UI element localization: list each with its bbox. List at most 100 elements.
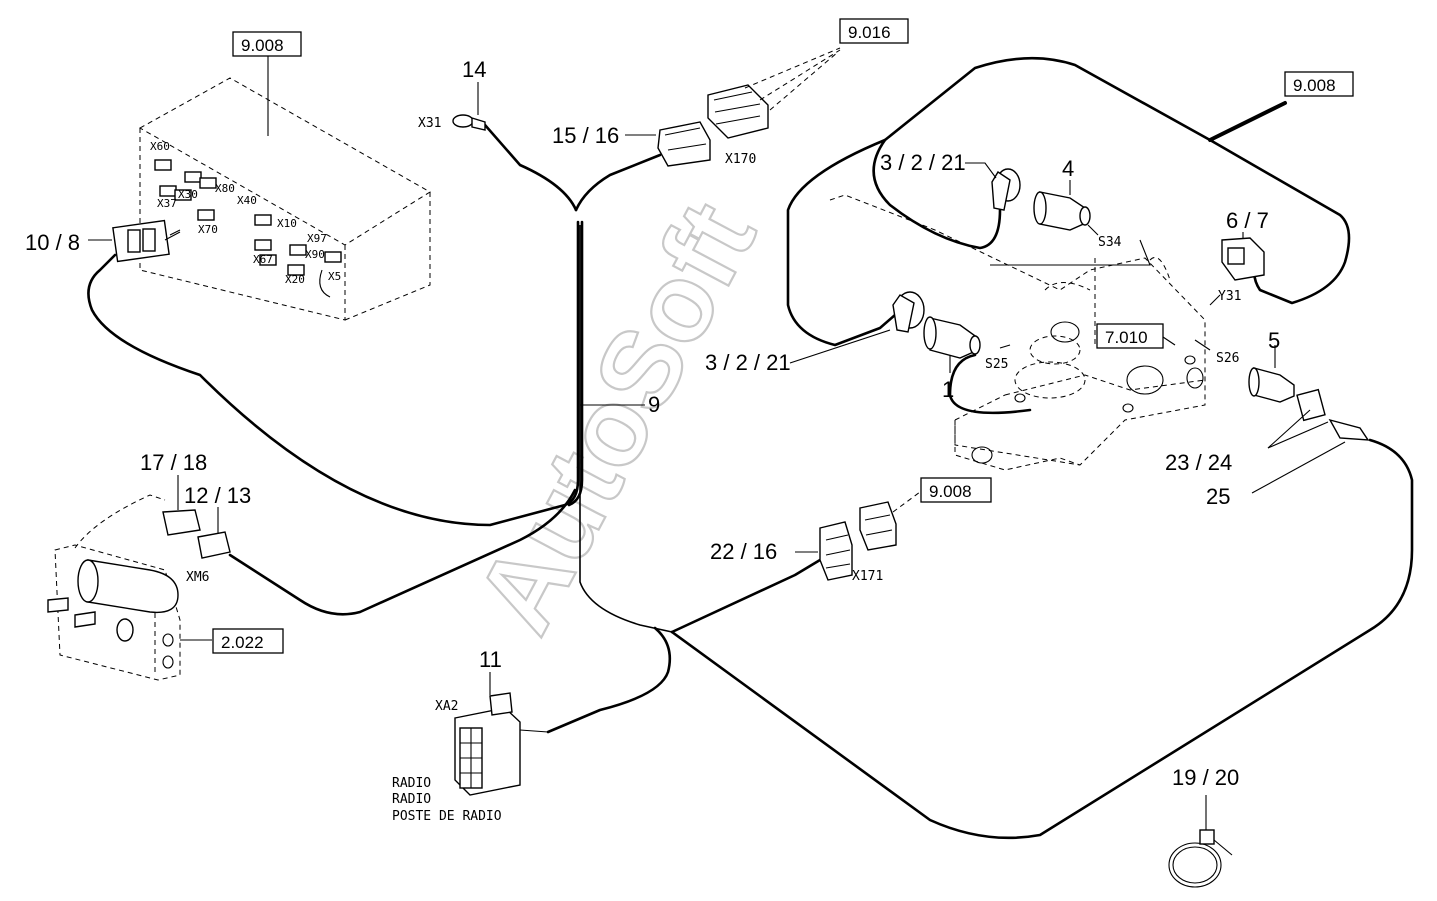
- callout-6-7: 6 / 7: [1226, 208, 1269, 233]
- connector-25: [1251, 418, 1370, 494]
- ground-lug-x31: [452, 82, 486, 131]
- harness-branch-10-8: [87, 253, 567, 527]
- label-s34: S34: [1098, 235, 1122, 250]
- fuse-label: X40: [237, 194, 257, 207]
- callout-22-16: 22 / 16: [710, 539, 777, 564]
- callout-23-24: 23 / 24: [1165, 450, 1232, 475]
- pressure-switch-s25: [923, 316, 981, 373]
- callout-1: 1: [942, 377, 954, 402]
- callout-25: 25: [1206, 484, 1230, 509]
- harness-branch-lower-right: [670, 438, 1414, 840]
- radio-line: RADIO: [392, 792, 431, 807]
- svg-text:9.008: 9.008: [241, 36, 284, 55]
- harness-branch-radio: [546, 626, 672, 734]
- socket-assembly: [47, 494, 212, 681]
- connector-x171: [795, 521, 853, 581]
- callout-12-13: 12 / 13: [184, 483, 251, 508]
- callout-11: 11: [479, 647, 502, 672]
- harness-branch-s34: [872, 138, 1002, 250]
- svg-text:7.010: 7.010: [1105, 328, 1148, 347]
- label-s26: S26: [1216, 351, 1239, 366]
- radio-line: RADIO: [392, 776, 431, 791]
- callout-9: 9: [648, 392, 660, 417]
- svg-text:9.008: 9.008: [1293, 76, 1336, 95]
- fuse-box-labels: X60 X80 X40 X30 X10 X37 X70 X97 X90 X67 …: [150, 140, 341, 286]
- callout-10-8: 10 / 8: [25, 230, 80, 255]
- fuse-slot: [184, 171, 202, 183]
- ref-box-2022: 2.022: [212, 628, 284, 654]
- fuse-label: X60: [150, 140, 170, 153]
- label-xm6: XM6: [186, 570, 209, 585]
- fuse-slot: [159, 185, 177, 197]
- connector-x170: [625, 121, 711, 167]
- pressure-switch-s26: [1248, 345, 1295, 403]
- radio-label: RADIO RADIO POSTE DE RADIO: [392, 776, 502, 824]
- svg-text:9.016: 9.016: [848, 23, 891, 42]
- connector-designations: X31 X170 S34 Y31 S25 S26 X171 XM6 XA2: [186, 116, 1241, 714]
- cable-tie: [1168, 795, 1233, 888]
- callout-5: 5: [1268, 328, 1280, 353]
- fuse-slot: [259, 254, 277, 266]
- harness-branch-upper-loop-2: [786, 56, 1212, 347]
- ref-box-9016: 9.016: [839, 18, 909, 44]
- hydraulic-valve-block: [829, 194, 1206, 471]
- connector-3-2-21-mid: [789, 291, 925, 364]
- fuse-slot: [254, 214, 272, 226]
- callout-3-2-21-mid: 3 / 2 / 21: [705, 350, 791, 375]
- ref-box-9008-c: 9.008: [920, 477, 992, 503]
- radio-line: POSTE DE RADIO: [392, 809, 502, 824]
- fuse-label: X90: [305, 248, 325, 261]
- fuse-slot: [174, 189, 192, 201]
- fuse-slot: [197, 209, 215, 221]
- svg-text:2.022: 2.022: [221, 633, 264, 652]
- fuse-label: X5: [328, 270, 341, 283]
- callout-14: 14: [462, 57, 486, 82]
- fuse-label: X37: [157, 197, 177, 210]
- fuse-label: X97: [307, 232, 327, 245]
- label-y31: Y31: [1218, 289, 1241, 304]
- svg-text:9.008: 9.008: [929, 482, 972, 501]
- label-x171: X171: [852, 569, 883, 584]
- fuse-box: [138, 56, 431, 321]
- solenoid-y31: [1221, 232, 1265, 281]
- harness-branch-s25: [948, 353, 1032, 415]
- connector-9016-mate: [707, 47, 841, 139]
- fuse-slot: [324, 251, 342, 263]
- fuse-slot: [254, 239, 272, 251]
- connector-10-8: [88, 219, 181, 263]
- callout-4: 4: [1062, 156, 1074, 181]
- ref-box-7010: 7.010: [1096, 323, 1164, 349]
- watermark: AutoSoft: [453, 184, 780, 652]
- connector-17-18: [162, 475, 201, 536]
- fuse-label: X80: [215, 182, 235, 195]
- label-xa2: XA2: [435, 699, 458, 714]
- harness-branch-x171: [670, 558, 822, 634]
- callout-3-2-21-top: 3 / 2 / 21: [880, 150, 966, 175]
- callout-19-20: 19 / 20: [1172, 765, 1239, 790]
- label-x31: X31: [418, 116, 441, 131]
- fuse-label: X67: [253, 253, 273, 266]
- fuse-slot: [289, 244, 307, 256]
- label-x170: X170: [725, 152, 756, 167]
- callout-15-16: 15 / 16: [552, 123, 619, 148]
- callout-17-18: 17 / 18: [140, 450, 207, 475]
- harness-branch-9008-right: [1208, 101, 1287, 142]
- pressure-switch-s34: [1033, 180, 1099, 236]
- fuse-slot: [199, 177, 217, 189]
- fuse-slot: [154, 159, 172, 171]
- connector-23-24: [1267, 388, 1329, 449]
- connector-12-13: [197, 507, 231, 559]
- label-s25: S25: [985, 357, 1008, 372]
- fuse-label: X30: [178, 188, 198, 201]
- leader-lines: [580, 239, 1221, 406]
- fuse-label: X20: [285, 273, 305, 286]
- ref-box-9008-a: 9.008: [232, 31, 302, 57]
- fuse-slot: [287, 264, 305, 276]
- callouts: 14 15 / 16 10 / 8 3 / 2 / 21 4 6 / 7 3 /…: [25, 57, 1280, 790]
- connector-9008-mate-x171: [859, 491, 921, 551]
- fuse-label: X70: [198, 223, 218, 236]
- ref-box-9008-b: 9.008: [1284, 71, 1354, 97]
- radio-connector-xa2: [454, 672, 549, 796]
- harness-branch-12-13: [228, 488, 577, 616]
